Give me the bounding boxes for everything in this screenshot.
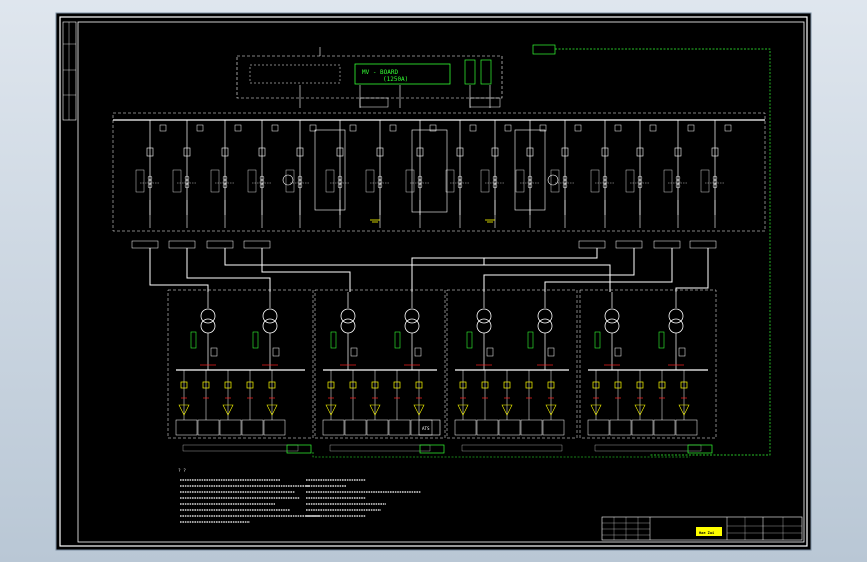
current-transformer-icon bbox=[602, 183, 608, 189]
circuit-breaker-icon bbox=[456, 147, 464, 157]
mv-panel-column bbox=[172, 120, 204, 228]
current-transformer-icon bbox=[377, 183, 383, 189]
current-transformer-icon bbox=[297, 183, 303, 189]
fuse-icon bbox=[547, 381, 555, 389]
circuit-breaker-icon bbox=[258, 147, 266, 157]
current-transformer-icon bbox=[184, 183, 190, 189]
circuit-breaker-icon bbox=[296, 147, 304, 157]
fuse-icon bbox=[658, 381, 666, 389]
current-transformer-icon bbox=[222, 183, 228, 189]
cable-routing bbox=[149, 248, 709, 292]
circuit-breaker-icon bbox=[601, 147, 609, 157]
fuse-icon bbox=[459, 381, 467, 389]
current-transformer-icon bbox=[337, 183, 343, 189]
transformer-icon bbox=[658, 292, 686, 370]
title-block: Hae Zai bbox=[601, 516, 803, 541]
mv-panel-column bbox=[590, 120, 622, 228]
circuit-breaker-icon bbox=[336, 147, 344, 157]
fuse-icon bbox=[268, 381, 276, 389]
mv-panel-column bbox=[282, 120, 317, 228]
title-block-logo-text: Hae Zai bbox=[699, 531, 715, 535]
fuse-icon bbox=[180, 381, 188, 389]
current-transformer-icon bbox=[492, 183, 498, 189]
transformer-icon bbox=[330, 292, 358, 370]
substation-group bbox=[167, 289, 314, 452]
mv-panel-column bbox=[210, 120, 242, 228]
title-block-logo bbox=[696, 527, 722, 536]
fuse-icon bbox=[371, 381, 379, 389]
control-wire-green bbox=[555, 48, 771, 456]
mv-panel-column bbox=[480, 120, 512, 228]
feeder-tags bbox=[131, 240, 717, 249]
circuit-breaker-icon bbox=[376, 147, 384, 157]
drawing-sheet bbox=[55, 12, 812, 551]
outer-frame bbox=[59, 16, 808, 547]
transformer-icon bbox=[394, 292, 422, 370]
fuse-icon bbox=[327, 381, 335, 389]
circuit-breaker-icon bbox=[636, 147, 644, 157]
circuit-breaker-icon bbox=[183, 147, 191, 157]
control-panel: MV - BOARD (1250A) bbox=[236, 44, 771, 456]
fuse-icon bbox=[349, 381, 357, 389]
transformer-icon bbox=[466, 292, 494, 370]
fuse-icon bbox=[525, 381, 533, 389]
fuse-icon bbox=[481, 381, 489, 389]
circuit-breaker-icon bbox=[146, 147, 154, 157]
transformer-icon bbox=[527, 292, 555, 370]
mv-board-rating: (1250A) bbox=[383, 76, 408, 83]
mv-panel-column bbox=[700, 120, 732, 228]
mv-panel-column bbox=[625, 120, 657, 228]
fuse-icon bbox=[224, 381, 232, 389]
transformer-icon bbox=[190, 292, 218, 370]
mv-panel-column bbox=[445, 120, 477, 228]
circuit-breaker-icon bbox=[526, 147, 534, 157]
mv-panel-column bbox=[135, 120, 167, 228]
inner-frame bbox=[77, 21, 805, 543]
circuit-breaker-icon bbox=[711, 147, 719, 157]
mv-panel-column bbox=[247, 120, 279, 228]
circuit-breaker-icon bbox=[491, 147, 499, 157]
transformer-icon bbox=[252, 292, 280, 370]
fuse-icon bbox=[592, 381, 600, 389]
fuse-icon bbox=[246, 381, 254, 389]
fuse-icon bbox=[680, 381, 688, 389]
mv-board-label: MV - BOARD bbox=[362, 69, 399, 76]
current-transformer-icon bbox=[259, 183, 265, 189]
mv-panel-column bbox=[365, 120, 397, 228]
fuse-icon bbox=[614, 381, 622, 389]
mv-panel-column bbox=[547, 120, 582, 228]
mv-board-box bbox=[354, 63, 451, 85]
circuit-breaker-icon bbox=[416, 147, 424, 157]
mv-panel-column bbox=[405, 120, 437, 228]
notes-heading: ? ? bbox=[178, 468, 186, 474]
circuit-breaker-icon bbox=[561, 147, 569, 157]
mv-switchgear-row bbox=[112, 112, 766, 232]
transformer-icon bbox=[594, 292, 622, 370]
current-transformer-icon bbox=[712, 183, 718, 189]
ats-label: ATS bbox=[422, 426, 430, 431]
notes: ? ? bbox=[178, 468, 421, 523]
current-transformer-icon bbox=[637, 183, 643, 189]
current-transformer-icon bbox=[527, 183, 533, 189]
fuse-icon bbox=[393, 381, 401, 389]
current-transformer-icon bbox=[675, 183, 681, 189]
substation-group bbox=[446, 289, 578, 452]
mv-panel-column bbox=[325, 120, 357, 228]
mv-panel-column bbox=[515, 120, 547, 228]
substation-group bbox=[314, 289, 446, 452]
fuse-icon bbox=[415, 381, 423, 389]
fuse-icon bbox=[202, 381, 210, 389]
substation-group bbox=[579, 289, 717, 452]
mv-panel-column bbox=[663, 120, 695, 228]
fuse-icon bbox=[503, 381, 511, 389]
fuse-icon bbox=[636, 381, 644, 389]
current-transformer-icon bbox=[457, 183, 463, 189]
current-transformer-icon bbox=[417, 183, 423, 189]
current-transformer-icon bbox=[562, 183, 568, 189]
current-transformer-icon bbox=[147, 183, 153, 189]
circuit-breaker-icon bbox=[674, 147, 682, 157]
binding-strip bbox=[62, 21, 77, 121]
circuit-breaker-icon bbox=[221, 147, 229, 157]
